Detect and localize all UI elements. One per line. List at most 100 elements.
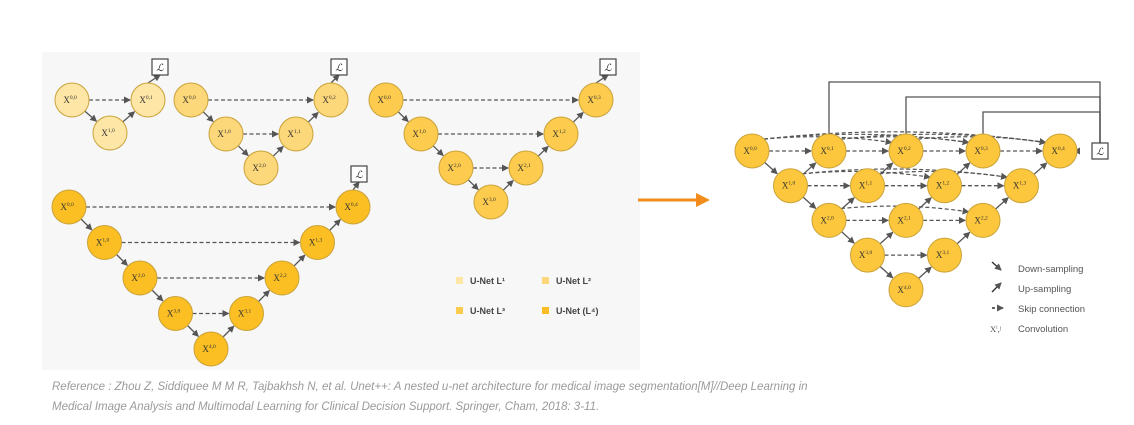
down-1 [802,196,817,210]
unetpp-node-2-1-label: X2,1 [897,215,911,225]
unet-l1-up-0 [122,111,136,123]
unetpp-node-0-4-label: X0,4 [1051,146,1065,156]
unet-l4-node-2-2 [264,260,300,296]
unetpp-node-0-2 [888,133,924,169]
unet-l3-node-2-0-label: X2,0 [447,163,461,173]
unet-l2-down-1 [237,145,249,157]
legend-up-icon [991,282,1002,293]
unet-l2-node-1-1 [278,116,314,152]
unet-l2-node-1-0-label: X1,0 [217,129,231,139]
unet-l4-loss-box [350,165,368,183]
unet-l3-loss-box [599,58,617,76]
unetpp-node-2-0-label: X2,0 [820,215,834,225]
skip-arc-0-0-3 [763,133,970,146]
unet-l3-down-1 [432,145,444,157]
unet-l4-up-2 [258,290,270,302]
unetpp-node-4-0-label: X4,0 [897,285,911,295]
unetpp-node-3-1-label: X3,1 [936,250,950,260]
up-1-2 [918,197,932,210]
unet-l3-up-2 [502,179,514,191]
down-2 [841,231,855,244]
legend-skip-label: Skip connection [1018,304,1085,315]
unet-l4-node-0-4-label: X0,4 [344,202,358,212]
unet-l3-node-1-0-label: X1,0 [412,129,426,139]
unet-l3-node-2-1 [508,150,544,186]
unetpp-node-2-1 [888,202,924,238]
unet-l2-up-0 [307,111,319,123]
unet-l4-down-0 [80,218,93,231]
unet-l1-node-1-0-label: X1,0 [101,128,115,138]
unet-l3-up-0 [572,111,584,123]
unet-l4-node-0-0-label: X0,0 [60,202,74,212]
up-0-3 [956,162,971,175]
unet-l4-node-3-1-label: X3,1 [238,309,252,319]
unet-l4-node-4-0 [193,331,229,367]
unet-l1-node-0-0-label: X0,0 [63,95,77,105]
unet-l4-down-3 [187,325,199,337]
unetpp-node-1-0 [773,168,808,204]
unetpp-node-1-3 [1004,168,1039,204]
unet-l4-down-2 [151,289,164,302]
unet-l2-node-0-0-label: X0,0 [182,95,196,105]
unet-l4-node-1-0 [87,225,122,260]
unet-l4-loss-edge [352,181,360,191]
unet-variants-diagram: ℒX0,0X1,0X0,1ℒX0,0X1,0X2,0X1,1X0,2ℒX0,0X… [51,58,617,367]
unet-l4-node-0-0 [51,189,87,225]
unet-l2-loss-box [330,58,348,76]
legend-conv-label: Convolution [1018,324,1068,335]
skip-arc-0-2-4 [917,136,1047,146]
down-0 [764,161,778,175]
unet-l2-node-1-1-label: X1,1 [287,129,301,139]
unet-l3-node-0-3-label: X0,3 [587,95,601,105]
up-0-1 [802,162,817,175]
legend-down-icon [991,261,1002,271]
unet-l1-down-0 [84,110,98,122]
unet-l3-node-2-0 [438,150,474,186]
unetpp-node-0-1-label: X0,1 [820,146,834,156]
reference-caption-line-2: Medical Image Analysis and Multimodal Le… [52,401,600,413]
unet-l4-node-1-0-label: X1,0 [96,238,110,248]
unetpp-node-3-0 [850,237,885,273]
unet-l4-down-1 [116,254,128,266]
unet-l4-up-3 [222,325,235,338]
unet-l2-node-0-2-label: X0,2 [322,95,336,105]
unet-l2-loss-edge [330,74,340,84]
unetpp-node-0-0-label: X0,0 [743,146,757,156]
legend-swatch-l1 [456,277,463,284]
deep-supervision-line-3 [982,111,1101,143]
unetpp-node-1-1-label: X1,1 [859,181,873,191]
unetpp-node-0-1 [811,133,847,169]
unet-l1-node-0-0 [54,82,90,118]
unet-l2-node-0-0 [173,82,209,118]
unet-l3-node-1-0 [403,116,439,152]
up-1-3 [995,197,1009,210]
up-0-2 [879,162,894,175]
unet-l4-node-3-0 [158,296,193,331]
unet-l1-loss-box-symbol: ℒ [156,63,164,74]
unet-l4-node-3-0-label: X3,0 [167,309,181,319]
unet-l4-node-2-2-label: X2,2 [273,273,287,283]
unet-l3-node-2-1-label: X2,1 [517,163,531,173]
unet-l2-down-0 [202,111,214,123]
legend-label-l1: U-Net L¹ [470,276,505,286]
unetpp-node-0-2-label: X0,2 [897,146,911,156]
up-2-2 [956,231,971,245]
unetpp-node-3-0-label: X3,0 [859,250,873,260]
unetpp-node-1-2 [927,168,962,204]
unet-l1-node-0-1 [130,82,166,118]
up-3-1 [918,266,932,279]
unet-l2-node-0-2 [313,82,349,118]
unet-l4-node-2-0-label: X2,0 [131,273,145,283]
legend-swatch-l3 [456,307,463,314]
legend-conv-symbol: Xⁱ,ʲ [990,324,1002,334]
transition-arrow [638,190,712,215]
unet-l3-node-1-2 [543,116,579,152]
unet-l4-node-1-3-label: X1,3 [309,238,323,248]
legend-label-l3: U-Net L³ [470,306,505,316]
legend-down-label: Down-sampling [1018,264,1083,275]
unetpp-node-4-0 [888,272,924,308]
unetpp-loss-box [1091,142,1109,160]
unet-l3-node-0-0 [368,82,404,118]
unet-l3-node-0-0-label: X0,0 [377,95,391,105]
